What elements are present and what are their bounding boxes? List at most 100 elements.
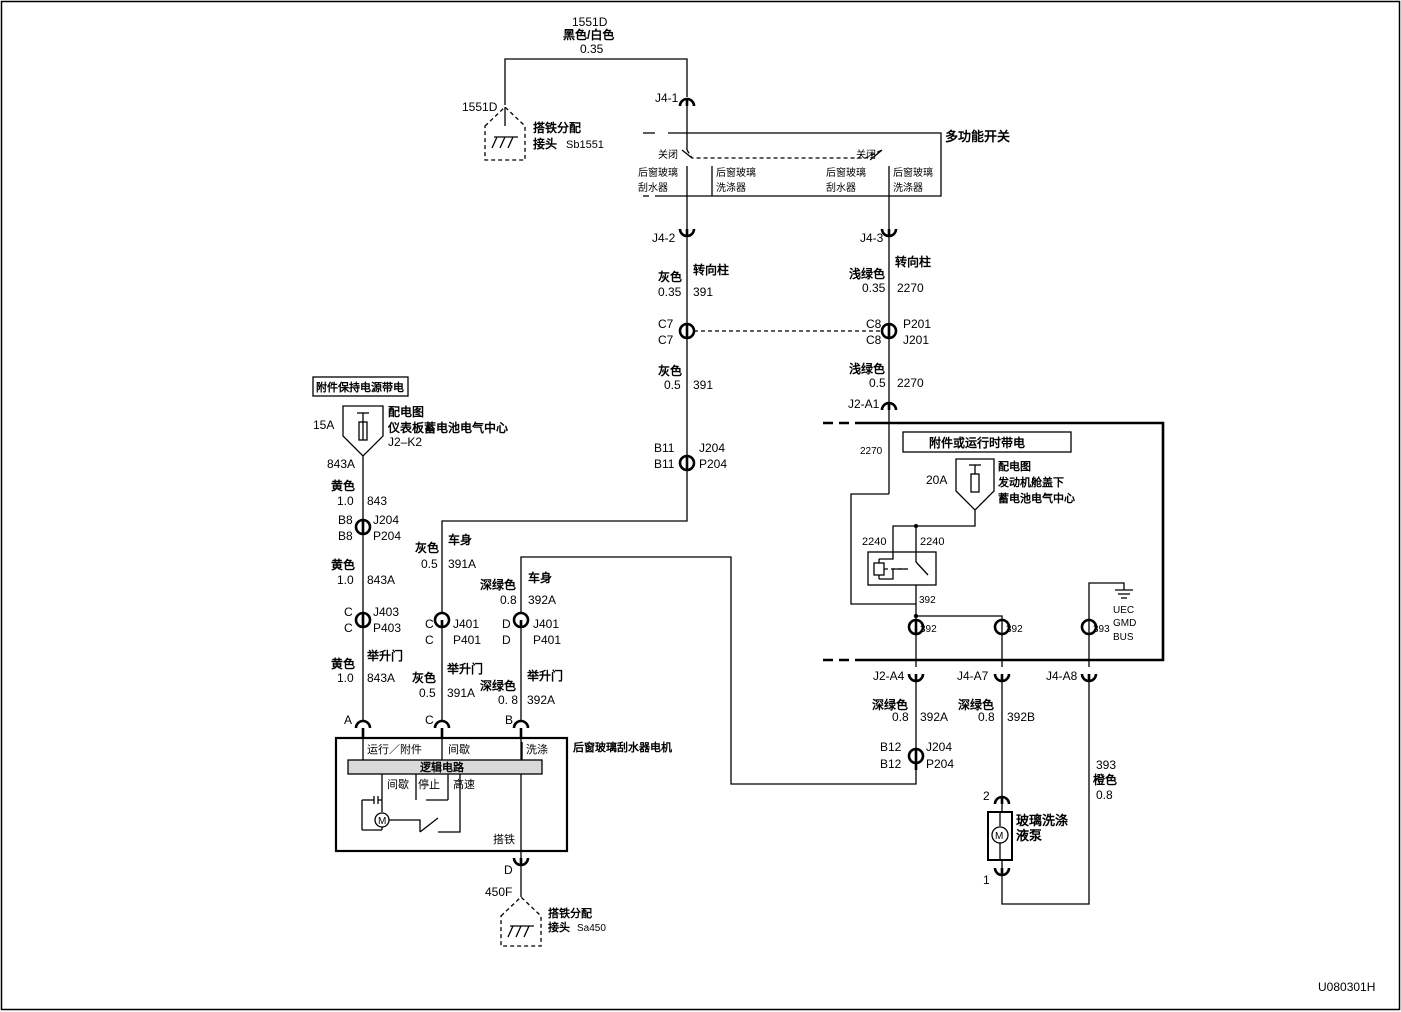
left-power-header: 附件保持电源带电	[312, 376, 409, 397]
ground-label-2: 接头	[533, 136, 557, 151]
wire-circuit: 843A	[367, 573, 395, 587]
wire-gauge: 0.35	[580, 42, 604, 56]
internal-connectors-392: 392 392 393	[907, 618, 1110, 636]
wire-color: 灰色	[412, 670, 436, 685]
connector-c8: C8 C8 P201 J201	[866, 317, 931, 347]
connector-j401-c: C C J401 P401	[425, 611, 481, 647]
wire-color: 黑色/白色	[563, 27, 614, 42]
circuit-2270: 2270	[860, 446, 883, 457]
connector-label-p204: P204	[373, 529, 401, 543]
logic-circuit-label: 逻辑电路	[420, 760, 465, 774]
connector-label: J2-A1	[848, 397, 880, 411]
ground-id: 1551D	[462, 100, 498, 114]
wire-gauge: 0.5	[869, 376, 886, 390]
pin-label: A	[344, 713, 352, 727]
switch-pos-1b: 刮水器	[638, 181, 668, 194]
connector-label-p201: P201	[903, 317, 931, 331]
wire-circuit: 392B	[1007, 710, 1035, 724]
connector-b11: B11 B11 J204 P204	[654, 441, 727, 472]
wire-gauge: 0.8	[978, 710, 995, 724]
switch-pos-1a: 后窗玻璃	[638, 166, 678, 179]
wire-392b: 深绿色 0.8 392B	[958, 681, 1035, 797]
wire-harness: 转向柱	[895, 254, 931, 269]
connector-j4-a7: J4-A7	[957, 669, 1011, 683]
wire-color: 灰色	[658, 363, 682, 378]
wire-gauge: 0.8	[1096, 788, 1113, 802]
connector-label: B12	[880, 740, 902, 754]
wire-gauge: 0.8	[500, 593, 517, 607]
fuse-title: 配电图	[998, 459, 1031, 473]
connector-j2-a1: J2-A1	[848, 397, 898, 423]
figure-id: U080301H	[1318, 980, 1375, 994]
wire-392a-right: 深绿色 0.8 392A	[872, 681, 948, 749]
wire-color: 浅绿色	[849, 361, 885, 376]
connector-label-j201: J201	[903, 333, 929, 347]
ground-label: 搭铁分配	[548, 906, 592, 920]
connector-pin-2: C	[425, 633, 434, 647]
wire-circuit: 1551D	[572, 15, 608, 29]
switch-pos-3b: 刮水器	[826, 181, 856, 194]
power-title: 配电图	[388, 404, 424, 419]
wire-391-mid: 灰色 0.5 391	[658, 338, 713, 456]
connector-label-j204: J204	[699, 441, 725, 455]
connector-label-j204: J204	[373, 513, 399, 527]
wire-circuit: 391A	[448, 557, 476, 571]
motor-input-wash: 洗涤	[526, 742, 548, 756]
wire-circuit: 392A	[920, 710, 948, 724]
connector-pin-2: C	[344, 621, 353, 635]
switch-title: 多功能开关	[945, 129, 1010, 144]
connector-label-p401: P401	[453, 633, 481, 647]
wire-harness: 举升门	[446, 661, 483, 676]
connector-b8: B8 B8 J204 P204	[338, 513, 401, 543]
wire-gauge: 0.35	[658, 285, 682, 299]
connector-label: J4-1	[655, 91, 679, 105]
wire-circuit: 391A	[447, 686, 475, 700]
wire-circuit: 843A	[367, 671, 395, 685]
motor-speed-high: 高速	[453, 777, 475, 791]
connector-j403: C C J403 P403	[344, 605, 401, 635]
connector-j401-d: D D J401 P401	[502, 611, 561, 647]
wire-gauge: 0.35	[862, 281, 886, 295]
wire-harness: 转向柱	[693, 262, 729, 277]
connector-label-2: C8	[866, 333, 882, 347]
pin-label: C	[425, 713, 434, 727]
connector-label: J4-3	[860, 231, 884, 245]
circuit-2240-b: 2240	[920, 536, 944, 548]
wire-circuit: 391	[693, 378, 713, 392]
wire-gauge: 1.0	[337, 671, 354, 685]
bus-label-bus: BUS	[1113, 632, 1134, 643]
bus-label-gmd: GMD	[1113, 618, 1136, 629]
underhood-electrical-center: 附件或运行时带电 2270	[823, 421, 1165, 662]
fuse-title-3: 蓄电池电气中心	[998, 491, 1075, 505]
motor-ground: 搭铁	[493, 833, 515, 846]
power-title-2: 仪表板蓄电池电气中心	[387, 420, 508, 435]
wire-color: 深绿色	[480, 577, 516, 592]
connector-label-2: B12	[880, 757, 902, 771]
pump-title-2: 液泵	[1016, 828, 1042, 843]
wire-harness: 车身	[528, 570, 552, 585]
connector-label: J4-2	[652, 231, 676, 245]
fuse-rating: 15A	[313, 418, 334, 432]
wire-circuit: 393	[1096, 758, 1116, 772]
switch-off-right: 关闭	[856, 148, 876, 161]
wire-circuit: 2270	[897, 376, 924, 390]
connector-pin: C	[425, 617, 434, 631]
ground-code: Sb1551	[566, 139, 604, 151]
switch-off-left: 关闭	[658, 148, 678, 161]
pin-label: B	[505, 713, 513, 727]
ground-id: 450F	[485, 885, 512, 899]
connector-label-j401: J401	[533, 617, 559, 631]
wire-color: 浅绿色	[849, 266, 885, 281]
wire-circuit: 392A	[528, 593, 556, 607]
wire-843a-lower: 黄色 1.0 举升门 843A	[331, 627, 403, 720]
connector-label: C8	[866, 317, 882, 331]
wire-2270-mid: 浅绿色 0.5 2270	[849, 338, 924, 403]
ground-code: Sa450	[577, 923, 606, 934]
ground-wire-1551d: 1551D 黑色/白色 0.35	[504, 15, 688, 105]
connector-label-p401: P401	[533, 633, 561, 647]
connector-label: C7	[658, 317, 674, 331]
connector-label-j204: J204	[926, 740, 952, 754]
fuse-15a: 15A 配电图 仪表板蓄电池电气中心 J2–K2 843A	[313, 404, 508, 471]
wire-gauge: 0.8	[892, 710, 909, 724]
switch-pos-2b: 洗涤器	[716, 181, 746, 194]
